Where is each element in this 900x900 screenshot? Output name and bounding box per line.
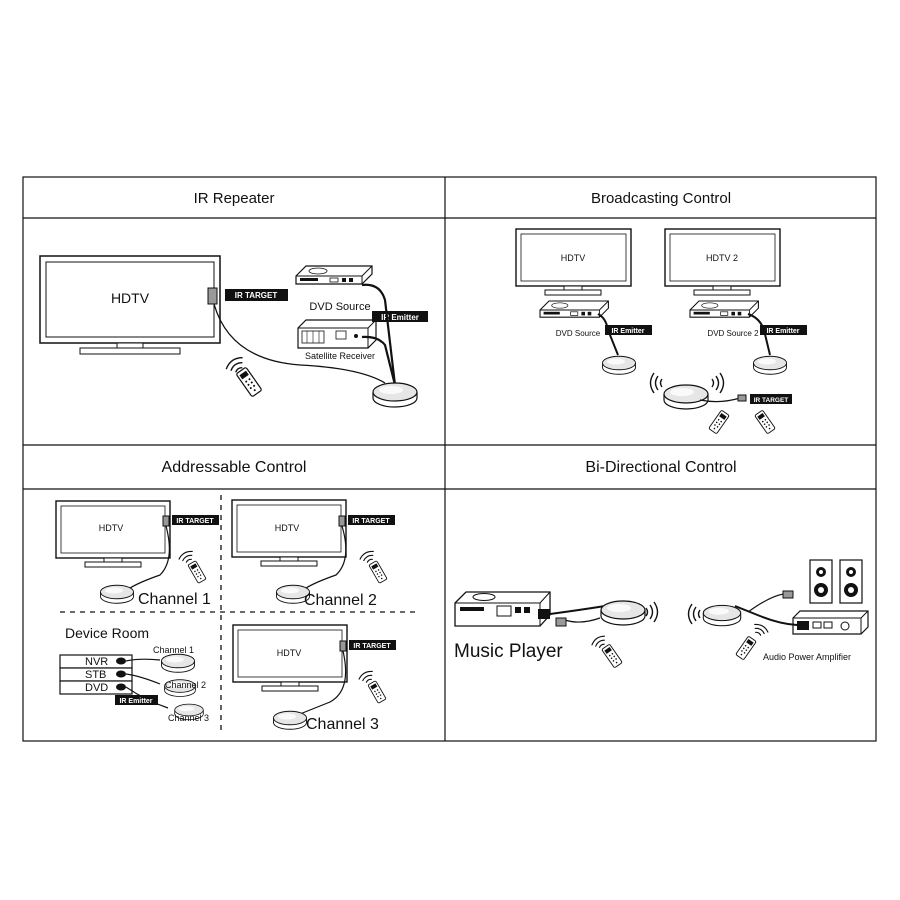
tv-icon <box>231 499 347 567</box>
dvd-source-label: DVD Source <box>309 301 370 313</box>
ir-target-tag <box>225 289 288 301</box>
hdtv-label: HDTV <box>561 253 586 263</box>
ir-repeater-puck-icon <box>753 355 787 375</box>
music-player-label: Music Player <box>454 641 563 662</box>
room-channel-3-label: Channel 3 <box>168 713 209 723</box>
ir-target-tag <box>750 394 792 404</box>
tv-icon <box>39 255 221 355</box>
ir-target-label-2: IR TARGET <box>352 518 390 525</box>
addressable-control-title: Addressable Control <box>162 459 307 476</box>
tv-icon <box>664 228 781 296</box>
emitter-cable-2 <box>361 335 397 386</box>
tv-icon <box>55 500 171 568</box>
ir-target-tag <box>172 515 219 525</box>
satellite-receiver-label: Satellite Receiver <box>305 351 375 361</box>
ir-emitter-label: IR Emitter <box>611 328 644 335</box>
ir-wave-icon <box>649 372 663 394</box>
broadcasting-control-title: Broadcasting Control <box>591 190 731 207</box>
remote-control-icon <box>235 366 263 398</box>
stb-label: STB <box>85 669 106 681</box>
ir-repeater-puck-icon <box>161 653 195 673</box>
ir-target-label-3: IR TARGET <box>353 643 391 650</box>
ir-wave-icon <box>687 603 701 625</box>
ir-target-label: IR TARGET <box>176 518 214 525</box>
emitter-cable <box>361 283 397 386</box>
hdtv-label: HDTV <box>111 290 150 306</box>
remote-control-icon <box>187 560 207 584</box>
ir-repeater-puck-icon <box>100 584 134 604</box>
bi-directional-control-title: Bi-Directional Control <box>585 459 736 476</box>
dvd-source-2-label: DVD Source 2 <box>707 329 759 338</box>
ir-repeater-puck-icon <box>372 382 418 408</box>
device-room-label: Device Room <box>65 625 149 641</box>
ir-wave-icon <box>645 601 659 623</box>
ir-repeater-panel: HDTV IR TARGET DVD Source Satellite Rece… <box>39 255 428 408</box>
remote-control-icon <box>708 409 730 435</box>
ir-target-tag-3 <box>349 640 396 650</box>
remote-control-icon <box>368 560 388 584</box>
tv-icon <box>515 228 632 296</box>
ir-target-tag-2 <box>348 515 395 525</box>
ir-emitter-label-2: IR Emitter <box>766 328 799 335</box>
audio-power-amplifier-label: Audio Power Amplifier <box>763 652 851 662</box>
ir-wave-icon <box>750 621 771 639</box>
ir-emitter-label: IR Emitter <box>119 698 152 705</box>
ir-wave-icon <box>711 372 725 394</box>
hdtv-label-2: HDTV <box>275 523 300 533</box>
device-rack <box>59 654 133 695</box>
dvd-player-icon <box>454 591 551 627</box>
channel-3-label: Channel 3 <box>306 716 379 733</box>
ir-emitter-tag-2 <box>760 325 807 335</box>
ir-emitter-tag <box>372 311 428 322</box>
speaker-icon <box>809 559 833 604</box>
amplifier-icon <box>792 610 869 635</box>
satellite-receiver-icon <box>297 319 377 349</box>
dvd-player-icon <box>295 265 373 285</box>
hdtv2-label: HDTV 2 <box>706 253 738 263</box>
addressable-panel: HDTV IR TARGET Channel 1 HDTV IR TARGET … <box>55 495 418 735</box>
ir-repeater-puck-icon <box>602 355 636 375</box>
channel-1-label: Channel 1 <box>138 591 211 608</box>
tv-icon <box>232 624 348 692</box>
remote-control-icon <box>735 635 757 661</box>
ir-target-label: IR TARGET <box>754 397 789 404</box>
ir-repeater-puck-icon <box>663 384 709 410</box>
room-channel-1-label: Channel 1 <box>153 645 194 655</box>
ir-target-cable <box>213 303 386 384</box>
ir-repeater-puck-icon <box>600 600 646 626</box>
ir-repeater-puck-icon <box>702 604 742 627</box>
speaker-icon <box>839 559 863 604</box>
hdtv-label: HDTV <box>99 523 124 533</box>
bi-directional-panel: Music Player <box>454 559 869 669</box>
nvr-label: NVR <box>85 656 108 668</box>
hdtv-label-3: HDTV <box>277 648 302 658</box>
ir-target-label: IR TARGET <box>235 291 278 300</box>
room-channel-2-label: Channel 2 <box>165 680 206 690</box>
ir-emitter-tag <box>115 695 158 705</box>
dvd-source-label: DVD Source <box>556 329 601 338</box>
remote-control-icon <box>754 409 776 435</box>
panel-grid <box>22 176 877 742</box>
ir-emitter-tag <box>605 325 652 335</box>
broadcasting-panel: HDTV HDTV 2 DVD Source DVD Source 2 IR E… <box>515 228 807 435</box>
dvd-label: DVD <box>85 682 108 694</box>
channel-2-label: Channel 2 <box>304 592 377 609</box>
remote-control-icon <box>367 680 387 704</box>
ir-repeater-title: IR Repeater <box>194 190 275 207</box>
remote-control-icon <box>601 643 623 669</box>
ir-repeater-puck-icon <box>273 710 307 730</box>
ir-emitter-label: IR Emitter <box>381 313 419 322</box>
